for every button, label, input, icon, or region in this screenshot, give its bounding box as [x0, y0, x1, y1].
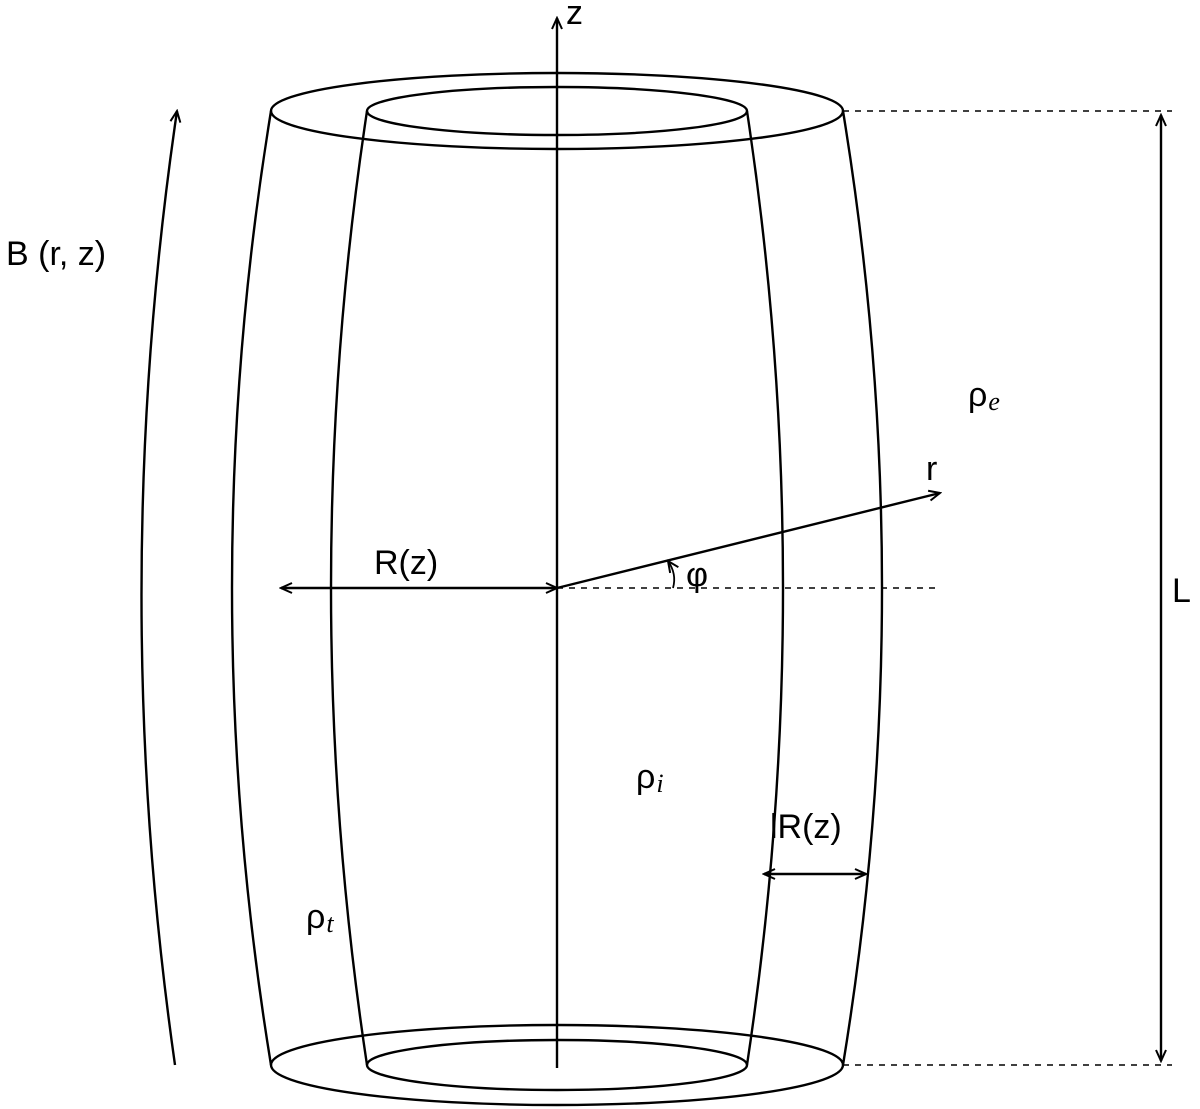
radius-label: R(z) [374, 544, 438, 582]
angle-arc [668, 561, 674, 589]
rho-i-label: ρi [636, 758, 664, 798]
layer-label: lR(z) [770, 808, 842, 846]
inner-right-wall [745, 110, 785, 1066]
field-line [140, 111, 177, 1066]
length-label: L [1172, 572, 1191, 610]
z-axis-label: z [566, 0, 583, 32]
rho-t-label: ρt [306, 898, 334, 938]
outer-left-wall [230, 110, 273, 1066]
rho-e-label: ρe [968, 376, 1000, 416]
r-axis-label: r [926, 450, 937, 488]
field-label: B (r, z) [6, 235, 106, 273]
r-axis [556, 493, 940, 590]
angle-label: φ [686, 556, 708, 594]
